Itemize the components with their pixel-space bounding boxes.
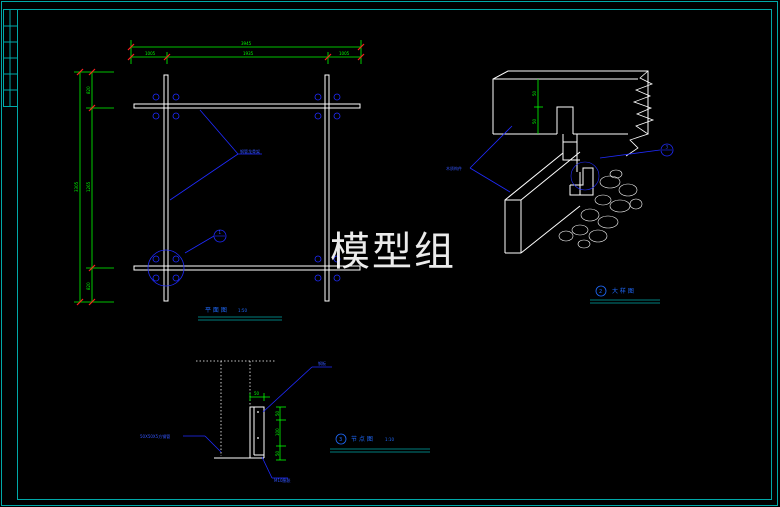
plan-dim-right: 1005	[339, 51, 350, 56]
plan-view: 3945 1005 1935 1005 820 1265 3305 820	[74, 40, 365, 321]
node-dim-a: 50	[275, 410, 280, 416]
node-dim-c: 50	[275, 450, 280, 456]
plan-dim-total: 3945	[241, 41, 252, 46]
plan-vdim-mid: 1265	[86, 181, 91, 192]
plan-bolts	[147, 93, 341, 287]
plan-leader-label: 钢管龙骨架	[240, 148, 260, 154]
plan-dim-middle: 1935	[243, 51, 254, 56]
node-detail: 50 50 100 50 钢板 50X50X5方钢管 M10膨胀 3 节 点 图…	[140, 360, 430, 483]
node-label-tube: 50X50X5方钢管	[140, 433, 170, 439]
section-title: 大 样 图	[612, 287, 634, 295]
section-callout: 3	[660, 143, 674, 157]
node-dim-width: 50	[254, 391, 260, 396]
node-title-mark: 3	[335, 433, 347, 445]
plan-callout: 1	[213, 229, 227, 243]
watermark-text: 模型组	[330, 229, 456, 275]
svg-text:3: 3	[666, 145, 669, 150]
section-leader-label: 木质构件	[446, 165, 462, 171]
plan-top-dimensions	[130, 40, 362, 64]
node-title: 节 点 图	[351, 435, 373, 443]
section-dim-upper: 50	[532, 90, 537, 96]
plan-vdim-top: 820	[86, 86, 91, 94]
node-dim-b: 100	[275, 428, 280, 436]
plan-vdim-bottom: 820	[86, 282, 91, 290]
plan-frame	[133, 74, 361, 302]
plan-vdim-total: 3305	[74, 181, 79, 192]
node-label-bolt: M10膨胀	[274, 477, 291, 483]
node-label-plate: 钢板	[318, 360, 326, 366]
svg-text:3: 3	[339, 437, 342, 443]
stone-fill	[558, 169, 643, 249]
section-title-mark: 2	[595, 285, 607, 297]
section-view: 50 50 木质构件 3 2 大 样 图	[446, 70, 674, 304]
plan-scale: 1:50	[238, 308, 247, 313]
svg-text:2: 2	[599, 289, 602, 295]
svg-text:1: 1	[219, 230, 222, 235]
node-scale: 1:10	[385, 437, 394, 442]
plan-dim-left: 1005	[145, 51, 156, 56]
break-line	[625, 70, 655, 157]
plan-title: 平 面 图	[205, 307, 227, 314]
section-dim-lower: 50	[532, 118, 537, 124]
